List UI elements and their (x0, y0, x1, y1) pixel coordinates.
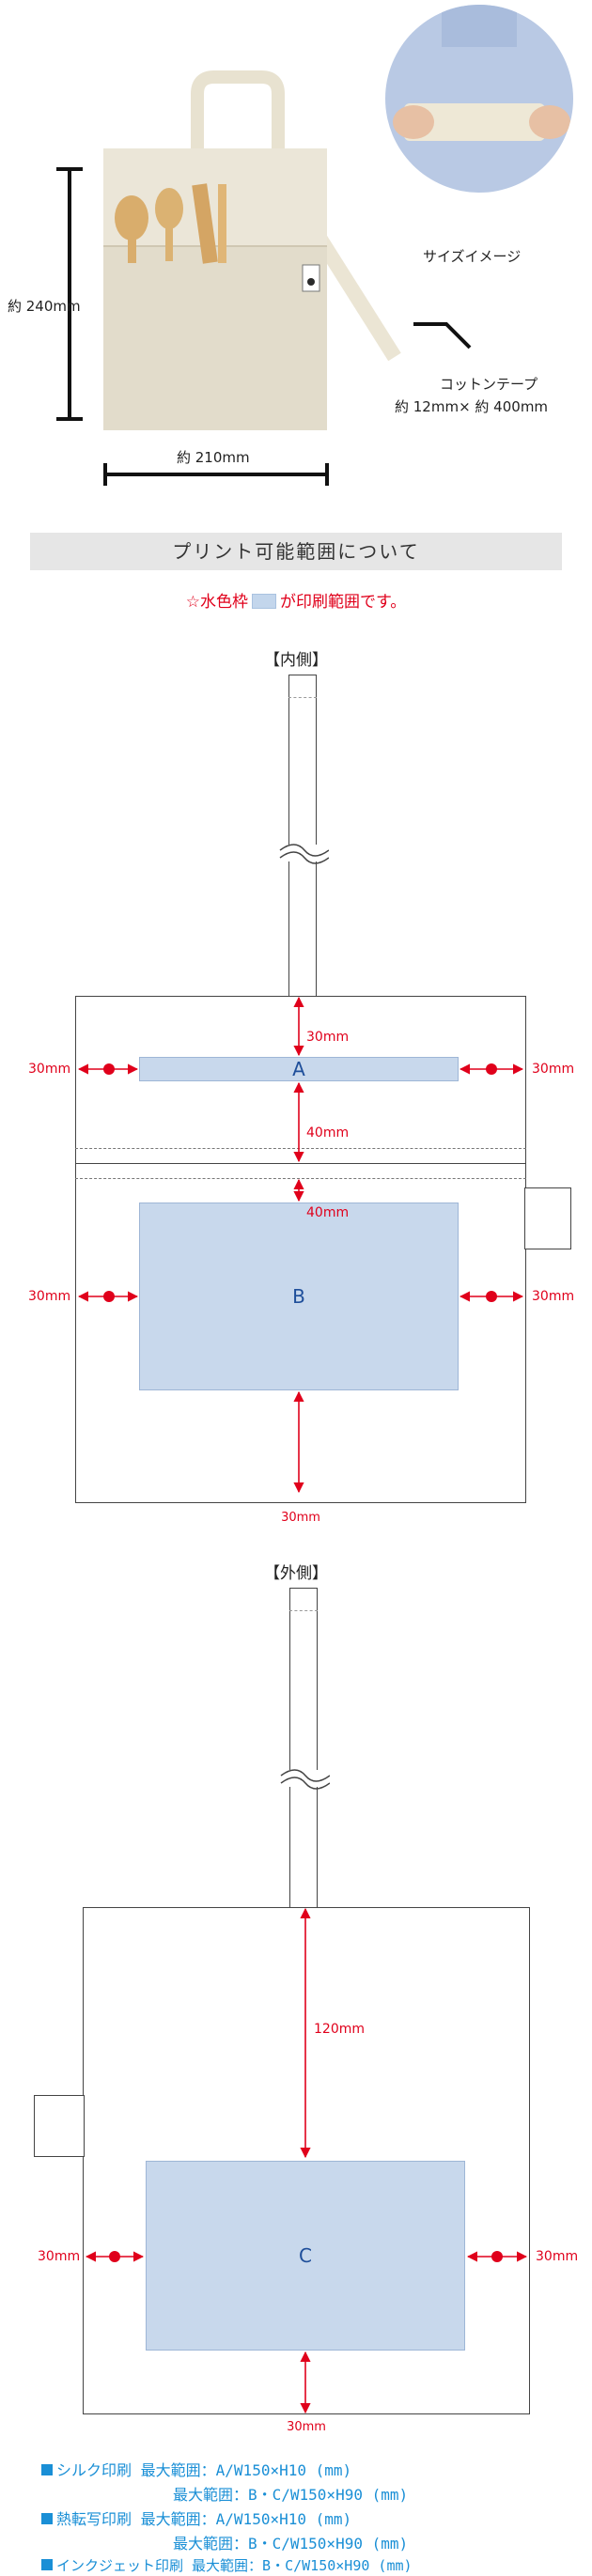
inner-dim-a-right: 30mm (532, 1062, 575, 1077)
inner-side-tab (524, 1187, 571, 1249)
inner-strap-seam (288, 697, 317, 698)
break-mark-icon (279, 844, 329, 864)
bullet-square-icon (41, 2513, 53, 2524)
product-illustration (56, 5, 573, 486)
print-area-c: C (146, 2161, 465, 2351)
inner-dim-b-left: 30mm (28, 1289, 71, 1304)
print-area-note: ☆水色枠 が印刷範囲です。 (0, 588, 592, 612)
cotton-tape (311, 230, 401, 362)
print-area-a: A (139, 1057, 459, 1081)
note-before: ☆水色枠 (185, 593, 248, 612)
footer-line-4: 最大範囲：B・C/W150×H90 (mm) (173, 2535, 409, 2553)
outer-dim-right: 30mm (536, 2249, 579, 2264)
height-label: 約 240mm (8, 298, 81, 315)
footer-line-2: 最大範囲：B・C/W150×H90 (mm) (173, 2486, 409, 2504)
outer-break-mark-icon (280, 1769, 330, 1790)
print-area-b: B (139, 1203, 459, 1390)
inner-dim-top: 30mm (306, 1030, 350, 1045)
outer-dim-top: 120mm (314, 2022, 365, 2037)
bag-handle-loop (191, 70, 285, 150)
tape-label: コットンテープ (440, 376, 538, 393)
inner-dimension-lines (77, 996, 524, 1494)
outer-side-tab (34, 2095, 85, 2157)
outer-title: 【外側】 (264, 1564, 328, 1583)
outer-strap (289, 1588, 318, 1909)
bullet-square-icon (41, 2559, 53, 2570)
inner-dim-a-left: 30mm (28, 1062, 71, 1077)
footer-line-1: シルク印刷 最大範囲：A/W150×H10 (mm) (41, 2458, 351, 2480)
print-area-swatch (251, 594, 276, 609)
cutlery-set (115, 183, 226, 264)
outer-dim-bottom: 30mm (287, 2420, 326, 2434)
inner-dim-b-right: 30mm (532, 1289, 575, 1304)
outer-dimension-lines (85, 1907, 528, 2414)
outer-strap-seam (289, 1610, 318, 1611)
inner-dim-bottom: 30mm (281, 1511, 320, 1525)
footer-line-3: 熱転写印刷 最大範囲：A/W150×H10 (mm) (41, 2506, 351, 2529)
inner-title: 【内側】 (264, 651, 328, 670)
bullet-square-icon (41, 2464, 53, 2475)
inner-dim-ab2: 40mm (306, 1205, 350, 1220)
footer-line-5: インクジェット印刷 最大範囲：B・C/W150×H90 (mm) (41, 2555, 413, 2575)
inner-strap (288, 675, 317, 998)
print-area-header: プリント可能範囲について (30, 533, 562, 570)
outer-dim-left: 30mm (38, 2249, 81, 2264)
size-image-label: サイズイメージ (423, 248, 522, 265)
note-after: が印刷範囲です。 (279, 593, 407, 612)
inner-dim-ab1: 40mm (306, 1125, 350, 1141)
tape-size-label: 約 12mm× 約 400mm (395, 398, 549, 415)
bag-pocket (103, 246, 327, 430)
width-label: 約 210mm (177, 449, 250, 466)
size-image-photo (385, 5, 573, 193)
